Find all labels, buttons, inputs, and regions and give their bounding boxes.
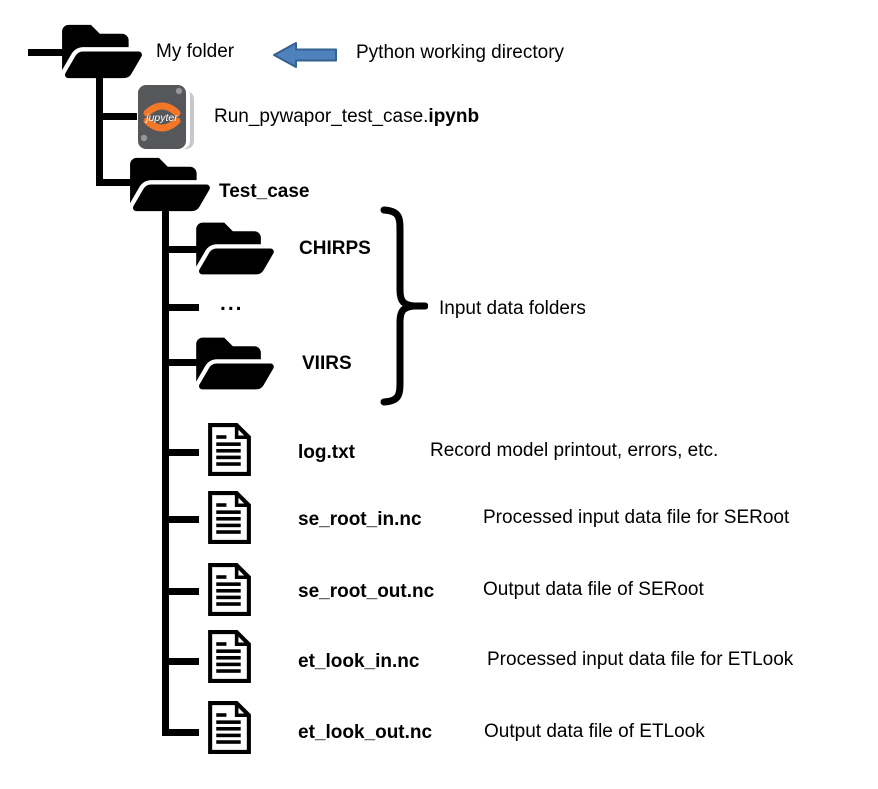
branch-et-look-in xyxy=(162,658,199,665)
trunk-my-folder xyxy=(96,69,103,186)
se-root-in-file-icon xyxy=(208,491,251,544)
my-folder-label: My folder xyxy=(156,41,235,62)
et-look-out-file-icon xyxy=(208,701,251,754)
chirps-folder-icon xyxy=(196,222,274,275)
test-case-label: Test_case xyxy=(219,181,310,202)
more-folders-ellipsis: ... xyxy=(220,292,244,315)
viirs-folder-icon xyxy=(196,337,274,390)
branch-ellipsis xyxy=(162,304,199,311)
et-look-in-file-label: et_look_in.nc xyxy=(298,651,420,672)
branch-test-case xyxy=(97,179,137,186)
trunk-test-case xyxy=(162,207,169,736)
notebook-filename-ext: ipynb xyxy=(428,106,480,127)
working-directory-note: Python working directory xyxy=(356,42,565,63)
jupyter-notebook-icon: jupyter xyxy=(138,85,194,149)
notebook-filename: Run_pywapor_test_case.ipynb xyxy=(214,106,479,128)
log-file-description: Record model printout, errors, etc. xyxy=(430,440,719,461)
root-connector-line xyxy=(28,49,64,56)
input-folders-brace xyxy=(380,206,428,406)
branch-chirps xyxy=(162,246,199,253)
et-look-out-file-description: Output data file of ETLook xyxy=(484,721,705,742)
branch-se-root-out xyxy=(162,588,199,595)
log-file-icon xyxy=(208,423,251,476)
se-root-out-file-icon xyxy=(208,563,251,616)
chirps-folder-label: CHIRPS xyxy=(299,238,371,259)
se-root-out-file-description: Output data file of SERoot xyxy=(483,579,704,600)
branch-notebook xyxy=(97,113,137,120)
test-case-folder-icon xyxy=(130,157,210,212)
branch-viirs xyxy=(162,359,199,366)
se-root-in-file-label: se_root_in.nc xyxy=(298,509,422,530)
branch-et-look-out xyxy=(162,729,199,736)
svg-text:jupyter: jupyter xyxy=(144,112,178,124)
se-root-out-file-label: se_root_out.nc xyxy=(298,581,435,602)
branch-log xyxy=(162,449,199,456)
branch-se-root-in xyxy=(162,516,199,523)
my-folder-icon xyxy=(62,24,142,79)
et-look-in-file-description: Processed input data file for ETLook xyxy=(487,649,794,670)
notebook-filename-base: Run_pywapor_test_case. xyxy=(214,106,429,127)
log-file-label: log.txt xyxy=(298,442,355,463)
et-look-out-file-label: et_look_out.nc xyxy=(298,722,433,743)
et-look-in-file-icon xyxy=(208,630,251,683)
viirs-folder-label: VIIRS xyxy=(302,353,352,374)
se-root-in-file-description: Processed input data file for SERoot xyxy=(483,507,790,528)
input-folders-group-label: Input data folders xyxy=(439,298,586,319)
left-arrow-icon xyxy=(273,42,337,68)
